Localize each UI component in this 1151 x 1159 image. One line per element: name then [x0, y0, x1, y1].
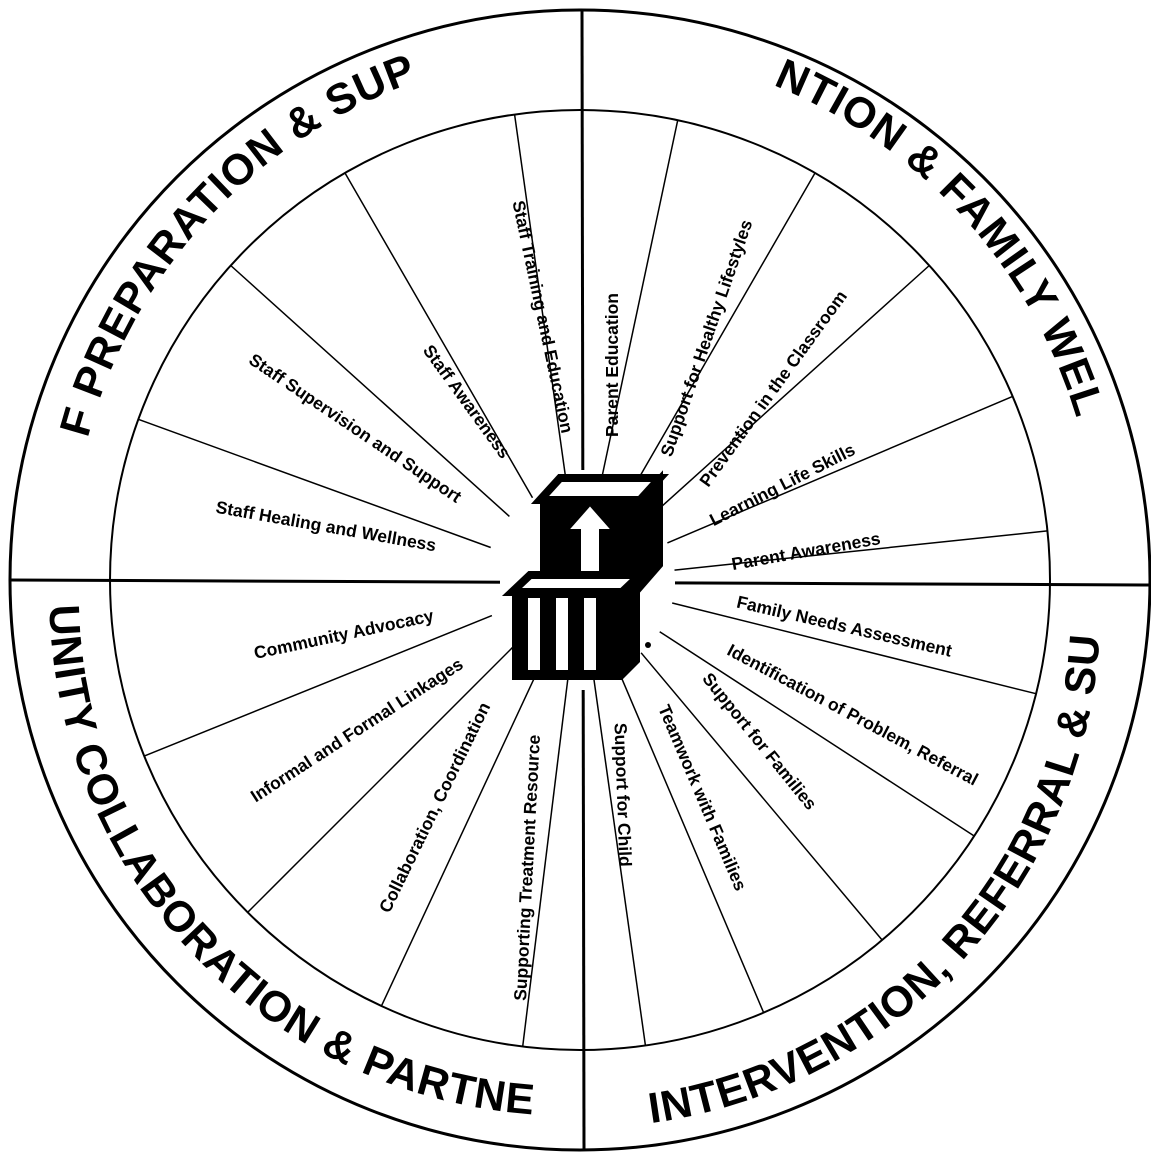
spoke-line — [230, 264, 510, 517]
spoke-line — [138, 418, 491, 549]
spoke-label-staff-healing: Staff Healing and Wellness — [214, 497, 438, 556]
quadrant-title-staff-text: STAFF PREPARATION & SUPPORT — [0, 0, 421, 441]
spoke-line — [650, 264, 930, 517]
spoke-lines — [138, 114, 1048, 1047]
spoke-line — [344, 172, 534, 499]
quadrant-title-staff: STAFF PREPARATION & SUPPORT — [0, 0, 422, 441]
spoke-label-linkages: Informal and Formal Linkages — [247, 654, 467, 807]
spoke-line — [513, 114, 568, 487]
stacked-blocks-icon — [501, 470, 670, 680]
spoke-label-support-child: Support for Child — [610, 723, 635, 867]
spoke-label-staff-supervision: Staff Supervision and Support — [245, 349, 465, 506]
spoke-label-teamwork-families: Teamwork with Families — [654, 702, 751, 894]
spoke-line — [640, 652, 883, 941]
spoke-line — [616, 667, 765, 1013]
spoke-line — [247, 646, 514, 913]
spoke-line — [380, 665, 541, 1007]
spoke-line — [674, 530, 1048, 571]
spoke-line — [626, 172, 816, 499]
spoke-label-parent-awareness: Parent Awareness — [730, 528, 882, 574]
spoke-line — [521, 674, 570, 1047]
spoke-label-identification: Identification of Problem, Referral — [724, 640, 982, 790]
spoke-line — [659, 631, 975, 837]
spoke-line — [143, 614, 493, 757]
spoke-line — [672, 602, 1037, 695]
spoke-label-parent-education: Parent Education — [602, 293, 622, 437]
spoke-line — [599, 120, 679, 488]
spoke-label-staff-awareness: Staff Awareness — [419, 341, 515, 462]
spoke-label-collaboration: Collaboration, Coordination — [375, 699, 494, 916]
spoke-label-staff-training: Staff Training and Education — [508, 199, 577, 435]
spoke-line — [592, 673, 647, 1046]
spoke-label-treatment-resource: Supporting Treatment Resource — [510, 734, 544, 1001]
spoke-line — [667, 395, 1013, 544]
spoke-label-community-advocacy: Community Advocacy — [252, 605, 436, 663]
